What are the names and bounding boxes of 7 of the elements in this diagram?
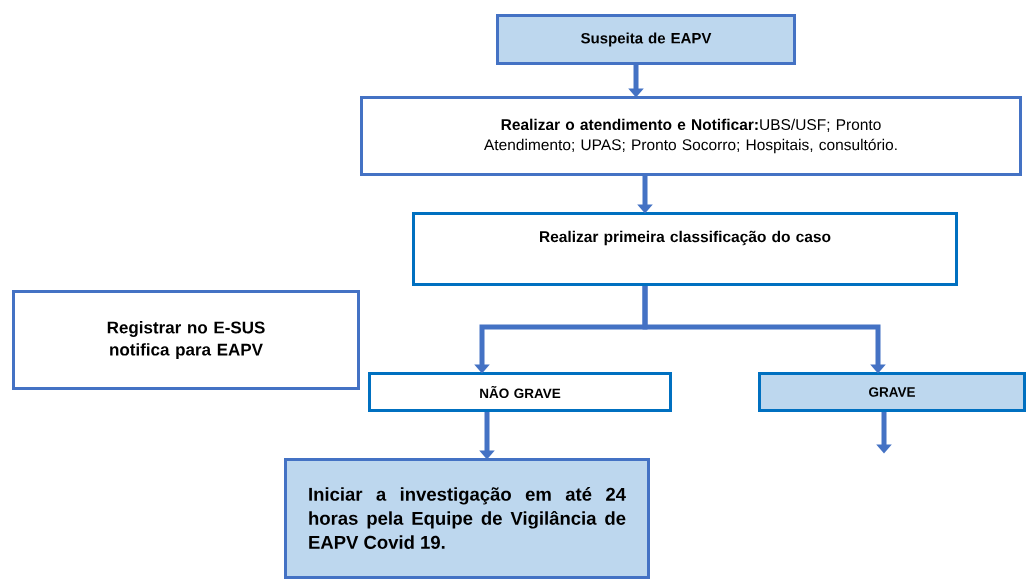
process-box: Realizar o atendimento e Notificar:UBS/USF; Pronto Atendimento; UPAS; Pronto Socorro; Hospitais, consultório. bbox=[360, 96, 1022, 176]
note-box: Registrar no E-SUS notifica para EAPV bbox=[12, 290, 360, 390]
outcome-box: GRAVE bbox=[758, 372, 1026, 412]
process-box: Realizar primeira classificação do caso bbox=[412, 212, 958, 286]
outcome-box: NÃO GRAVE bbox=[368, 372, 672, 412]
start-box: Suspeita de EAPV bbox=[496, 14, 796, 65]
process-box: Iniciar a investigação em até 24 horas pela Equipe de Vigilância de EAPV Covid 19. bbox=[284, 458, 650, 579]
